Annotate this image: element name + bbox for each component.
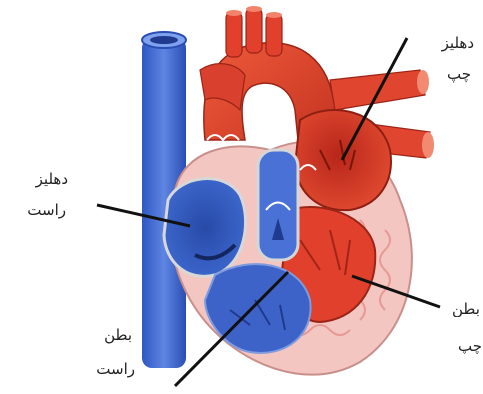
label-left-atrium-line2: چپ	[441, 67, 471, 82]
label-right-atrium-line1: دهلیز	[18, 172, 68, 187]
label-right-atrium-line2: راست	[16, 203, 66, 218]
label-right-ventricle-line1: بطن	[92, 328, 132, 343]
right-atrium-chamber	[164, 179, 246, 277]
label-left-atrium-line1: دهلیز	[424, 36, 474, 51]
label-left-ventricle-line1: بطن	[452, 302, 483, 317]
label-right-ventricle-line2: راست	[89, 362, 135, 377]
pulmonary-trunk	[258, 150, 298, 260]
label-left-ventricle-line2: چپ	[458, 339, 483, 354]
